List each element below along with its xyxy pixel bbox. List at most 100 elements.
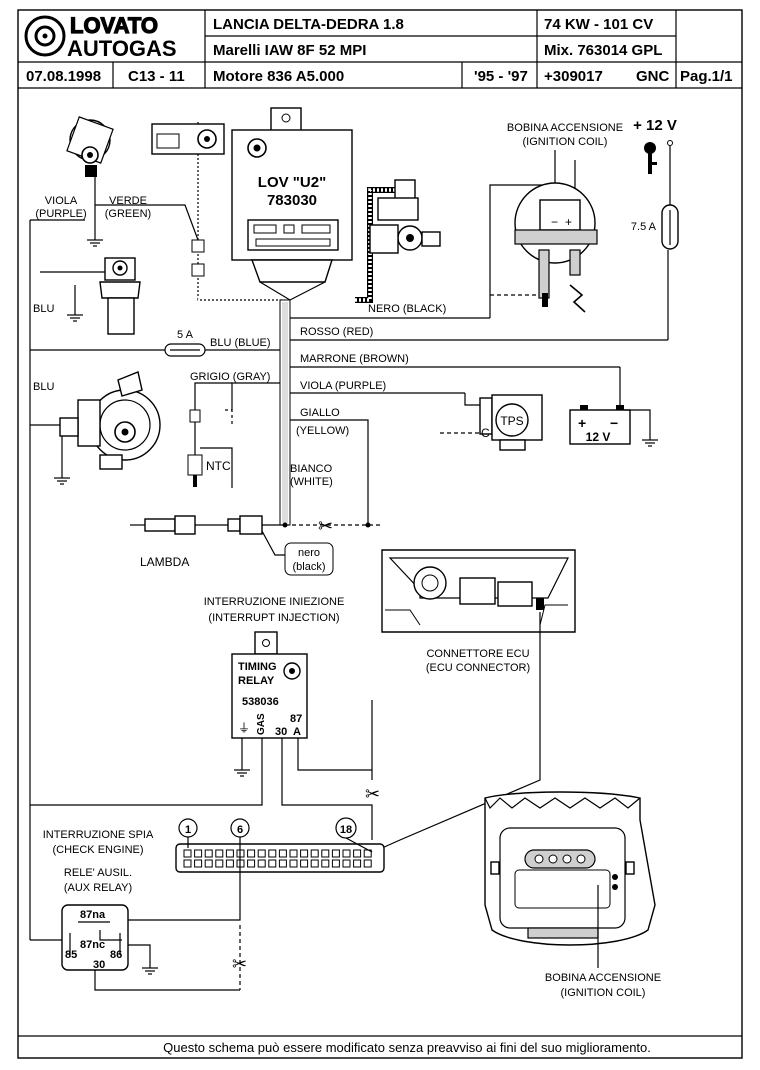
lambda-label: LAMBDA (140, 555, 189, 569)
connector-pin (321, 859, 330, 868)
lambda-probe (130, 515, 285, 535)
harness-plug (191, 263, 205, 277)
spark-icon (569, 284, 586, 313)
pin-6-label: 6 (237, 824, 243, 836)
pin-callout-18: 18 (335, 817, 373, 853)
blu-label-lower: BLU (33, 381, 54, 393)
blu-label-upper: BLU (33, 303, 54, 315)
logo-brand-top: LOVATO (70, 13, 158, 38)
connector-pin (268, 859, 277, 868)
connector-pin (194, 849, 203, 858)
connector-pin (257, 849, 266, 858)
fuel-type: GNC (636, 68, 670, 85)
nero-black-tag (284, 542, 334, 576)
timing-relay-label-1: TIMING (238, 661, 277, 673)
giallo-label-1: GIALLO (300, 407, 340, 419)
timing-relay-code: 538036 (242, 696, 279, 708)
interrupt-injection-label-2: (INTERRUPT INJECTION) (208, 612, 339, 624)
ntc-sensor (187, 454, 203, 476)
nero-black-label: NERO (BLACK) (368, 303, 446, 315)
viola-purple-label: VIOLA (PURPLE) (300, 380, 386, 392)
connector-pin (300, 859, 309, 868)
connector-pin (331, 859, 340, 868)
ecu-connector-label-2: (ECU CONNECTOR) (426, 662, 530, 674)
rosso-red-label: ROSSO (RED) (300, 326, 373, 338)
connector-pin (353, 849, 362, 858)
page-frame (17, 9, 743, 1059)
engine-code: Motore 836 A5.000 (213, 68, 344, 85)
connector-pin (363, 859, 372, 868)
ground-pin-icon: ⏚ (238, 721, 250, 735)
tps-c-label: C (481, 426, 490, 440)
connector-pin (225, 859, 234, 868)
connector-pin (215, 849, 224, 858)
relay-87na-label: 87na (80, 909, 106, 921)
ignition-key-icon (644, 142, 657, 174)
connector-pin (247, 849, 256, 858)
grigio-gray-label: GRIGIO (GRAY) (190, 371, 270, 383)
ecu-system: Marelli IAW 8F 52 MPI (213, 42, 366, 59)
viola-label-2: (PURPLE) (35, 208, 86, 220)
gas-solenoid-valve (40, 257, 141, 335)
cut-wire-icon: ✂ (365, 784, 380, 804)
blu-blue-label: BLU (BLUE) (210, 337, 271, 349)
logo-brand-bottom: AUTOGAS (67, 36, 177, 61)
mixer-code: Mix. 763014 GPL (544, 42, 662, 59)
nero-small-label-1: nero (298, 547, 320, 559)
ground-symbol (67, 285, 83, 322)
verde-label-2: (GREEN) (105, 208, 151, 220)
pin-18-label: 18 (340, 824, 352, 836)
gas-actuator-top-left (66, 116, 114, 235)
connector-pin (310, 849, 319, 858)
battery-voltage-label: 12 V (586, 430, 611, 444)
connector-pin (225, 849, 234, 858)
connector-pin (204, 859, 213, 868)
ecu-connector-label-1: CONNETTORE ECU (426, 648, 529, 660)
battery: + − 12 V (569, 405, 631, 445)
aux-relay-label-2: (AUX RELAY) (64, 882, 132, 894)
header-table (18, 10, 742, 89)
relay-30-label: 30 (93, 959, 105, 971)
connector-pin (353, 859, 362, 868)
viola-label-1: VIOLA (45, 195, 78, 207)
coil-minus-icon: − (551, 215, 558, 229)
bianco-label-2: (WHITE) (290, 476, 333, 488)
harness-plug (191, 239, 205, 253)
connector-pin (331, 849, 340, 858)
gas-injector-valve (369, 179, 441, 254)
pinA-label: A (293, 726, 301, 738)
bianco-label-1: BIANCO (290, 463, 333, 475)
connector-pin (194, 859, 203, 868)
giallo-label-2: (YELLOW) (296, 425, 349, 437)
kit-number: +309017 (544, 68, 603, 85)
connector-pin (183, 859, 192, 868)
pin30-label: 30 (275, 726, 287, 738)
connector-pin (310, 859, 319, 868)
lovato-logo: LOVATO AUTOGAS (24, 12, 177, 61)
connector-pin (247, 859, 256, 868)
tps-sensor: TPS (479, 394, 543, 451)
aux-relay: 87na 87nc 85 86 30 (61, 904, 129, 971)
lov-code-label: 783030 (267, 192, 317, 209)
connector-pin (257, 859, 266, 868)
footer-note: Questo schema può essere modificato senz… (163, 1040, 651, 1055)
relay-85-label: 85 (65, 949, 77, 961)
connector-pin (268, 849, 277, 858)
engine-bay-ignition-coil-view (484, 791, 656, 946)
timing-relay-label-2: RELAY (238, 675, 275, 687)
check-engine-label-1: INTERRUZIONE SPIA (43, 829, 154, 841)
coil-top-label-2: (IGNITION COIL) (523, 136, 608, 148)
tps-label: TPS (500, 414, 523, 428)
lov-model-label: LOV "U2" (258, 174, 326, 191)
plus12-label: + 12 V (633, 117, 677, 134)
coil-plus-icon: + (565, 215, 572, 229)
ntc-label: NTC (206, 459, 231, 473)
battery-minus-label: − (610, 415, 618, 431)
gas-pin-label: GAS (256, 713, 267, 735)
nero-small-label-2: (black) (292, 561, 325, 573)
coil-bottom-label-1: BOBINA ACCENSIONE (545, 972, 661, 984)
fuse-75-label: 7.5 A (631, 221, 657, 233)
connector-pin (278, 859, 287, 868)
connector-pin (289, 859, 298, 868)
